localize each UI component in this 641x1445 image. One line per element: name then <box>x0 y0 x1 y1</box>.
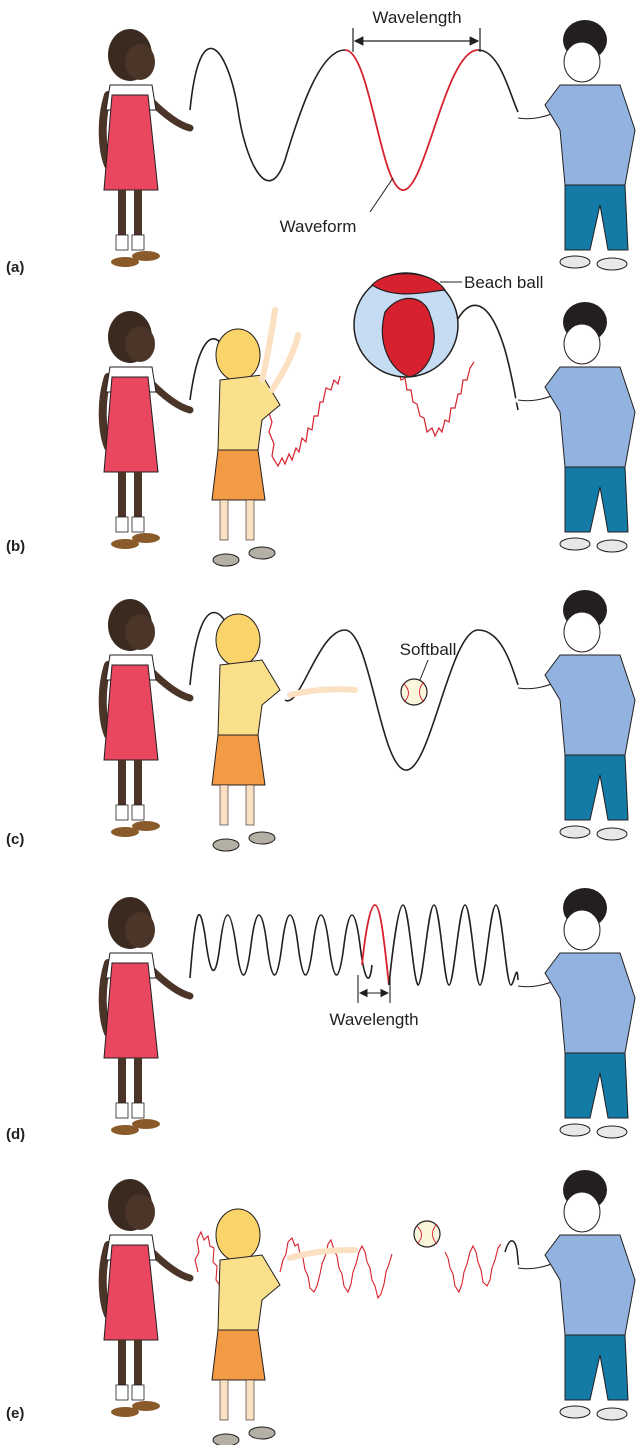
left-girl-figures <box>103 29 190 1417</box>
right-boy <box>518 20 635 270</box>
wavelength-label: Wavelength <box>372 8 461 27</box>
wavelength-highlight <box>362 905 389 985</box>
panel-label: (b) <box>6 538 25 555</box>
waveform-highlight <box>345 50 478 190</box>
rope-wave <box>190 915 372 978</box>
rope-wave-end <box>452 305 518 410</box>
waveform-label: Waveform <box>280 217 357 236</box>
beach-ball-label: Beach ball <box>464 273 543 292</box>
softball-label: Softball <box>400 640 457 659</box>
raised-arms <box>262 310 298 390</box>
right-boy-figures <box>518 20 635 1420</box>
panel-c: Softball (c) <box>6 613 518 849</box>
middle-child-figures <box>212 310 355 1445</box>
wavelength-label: Wavelength <box>329 1010 418 1029</box>
outstretched-arm <box>290 689 355 695</box>
jagged-wave <box>268 362 474 466</box>
rope-wave-end <box>389 905 518 985</box>
middle-child <box>212 329 280 566</box>
panel-label: (d) <box>6 1126 25 1143</box>
panel-label: (a) <box>6 259 24 276</box>
left-girl <box>103 29 190 267</box>
softball <box>401 679 427 705</box>
panel-a: Wavelength Waveform (a) <box>6 8 518 276</box>
waveform-pointer <box>370 178 393 212</box>
rope-wave-end <box>478 50 518 112</box>
panel-d: Wavelength (d) <box>6 905 518 1143</box>
panel-label: (e) <box>6 1405 24 1422</box>
softball <box>414 1221 440 1247</box>
softball-pointer <box>420 660 428 680</box>
rope-wave <box>190 48 345 180</box>
beach-ball <box>354 273 458 377</box>
panel-label: (c) <box>6 831 24 848</box>
panel-e: (e) <box>6 1221 519 1422</box>
